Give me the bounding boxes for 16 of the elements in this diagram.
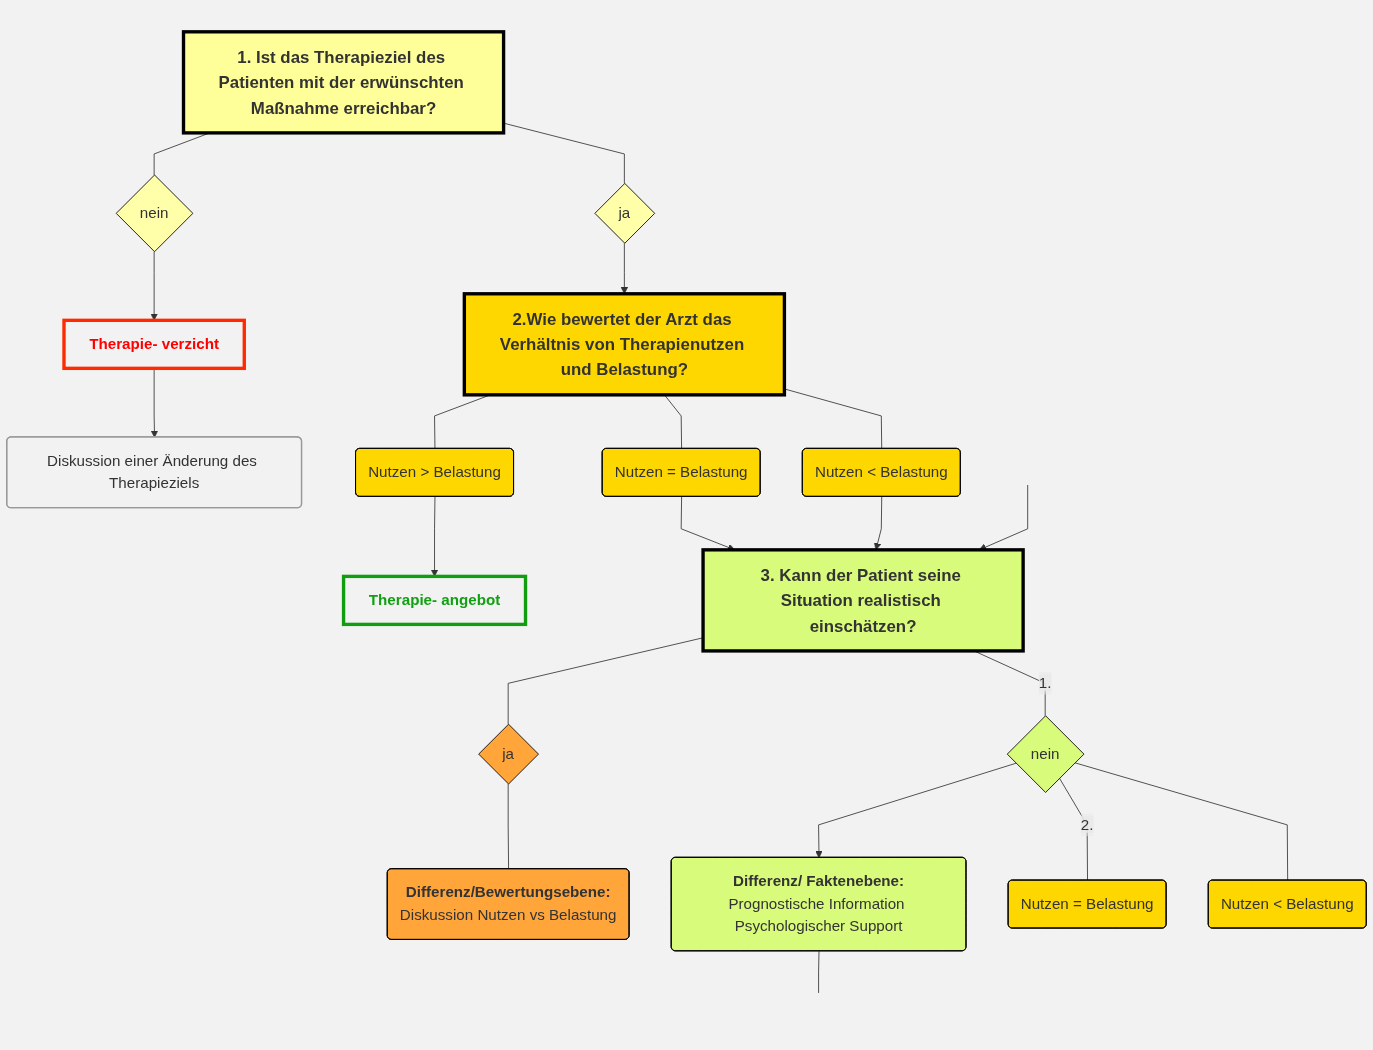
node-diamond: nein: [1006, 715, 1085, 793]
connector: [507, 783, 509, 870]
node-diamond: ja: [478, 723, 539, 785]
node-box: Therapie- verzicht: [62, 318, 246, 371]
connector: [664, 394, 682, 450]
edge-label: 1.: [1038, 674, 1052, 692]
node-box: 2.Wie bewertet der Arzt das Verhältnis von Therapienutzen und Belastung?: [462, 292, 787, 397]
connector: [1074, 762, 1289, 881]
node-box: 1. Ist das Therapieziel des Patienten mit der erwünschten Maßnahme erreichbar?: [181, 30, 506, 135]
connector: [818, 950, 820, 994]
node-box: Therapie- angebot: [341, 574, 528, 627]
node-diamond: ja: [594, 183, 656, 244]
connector: [1059, 777, 1088, 881]
node-diamond: nein: [115, 174, 194, 253]
edge-label: 2.: [1080, 816, 1094, 833]
node-box: 3. Kann der Patient seine Situation realistisch einschätzen?: [701, 548, 1025, 653]
